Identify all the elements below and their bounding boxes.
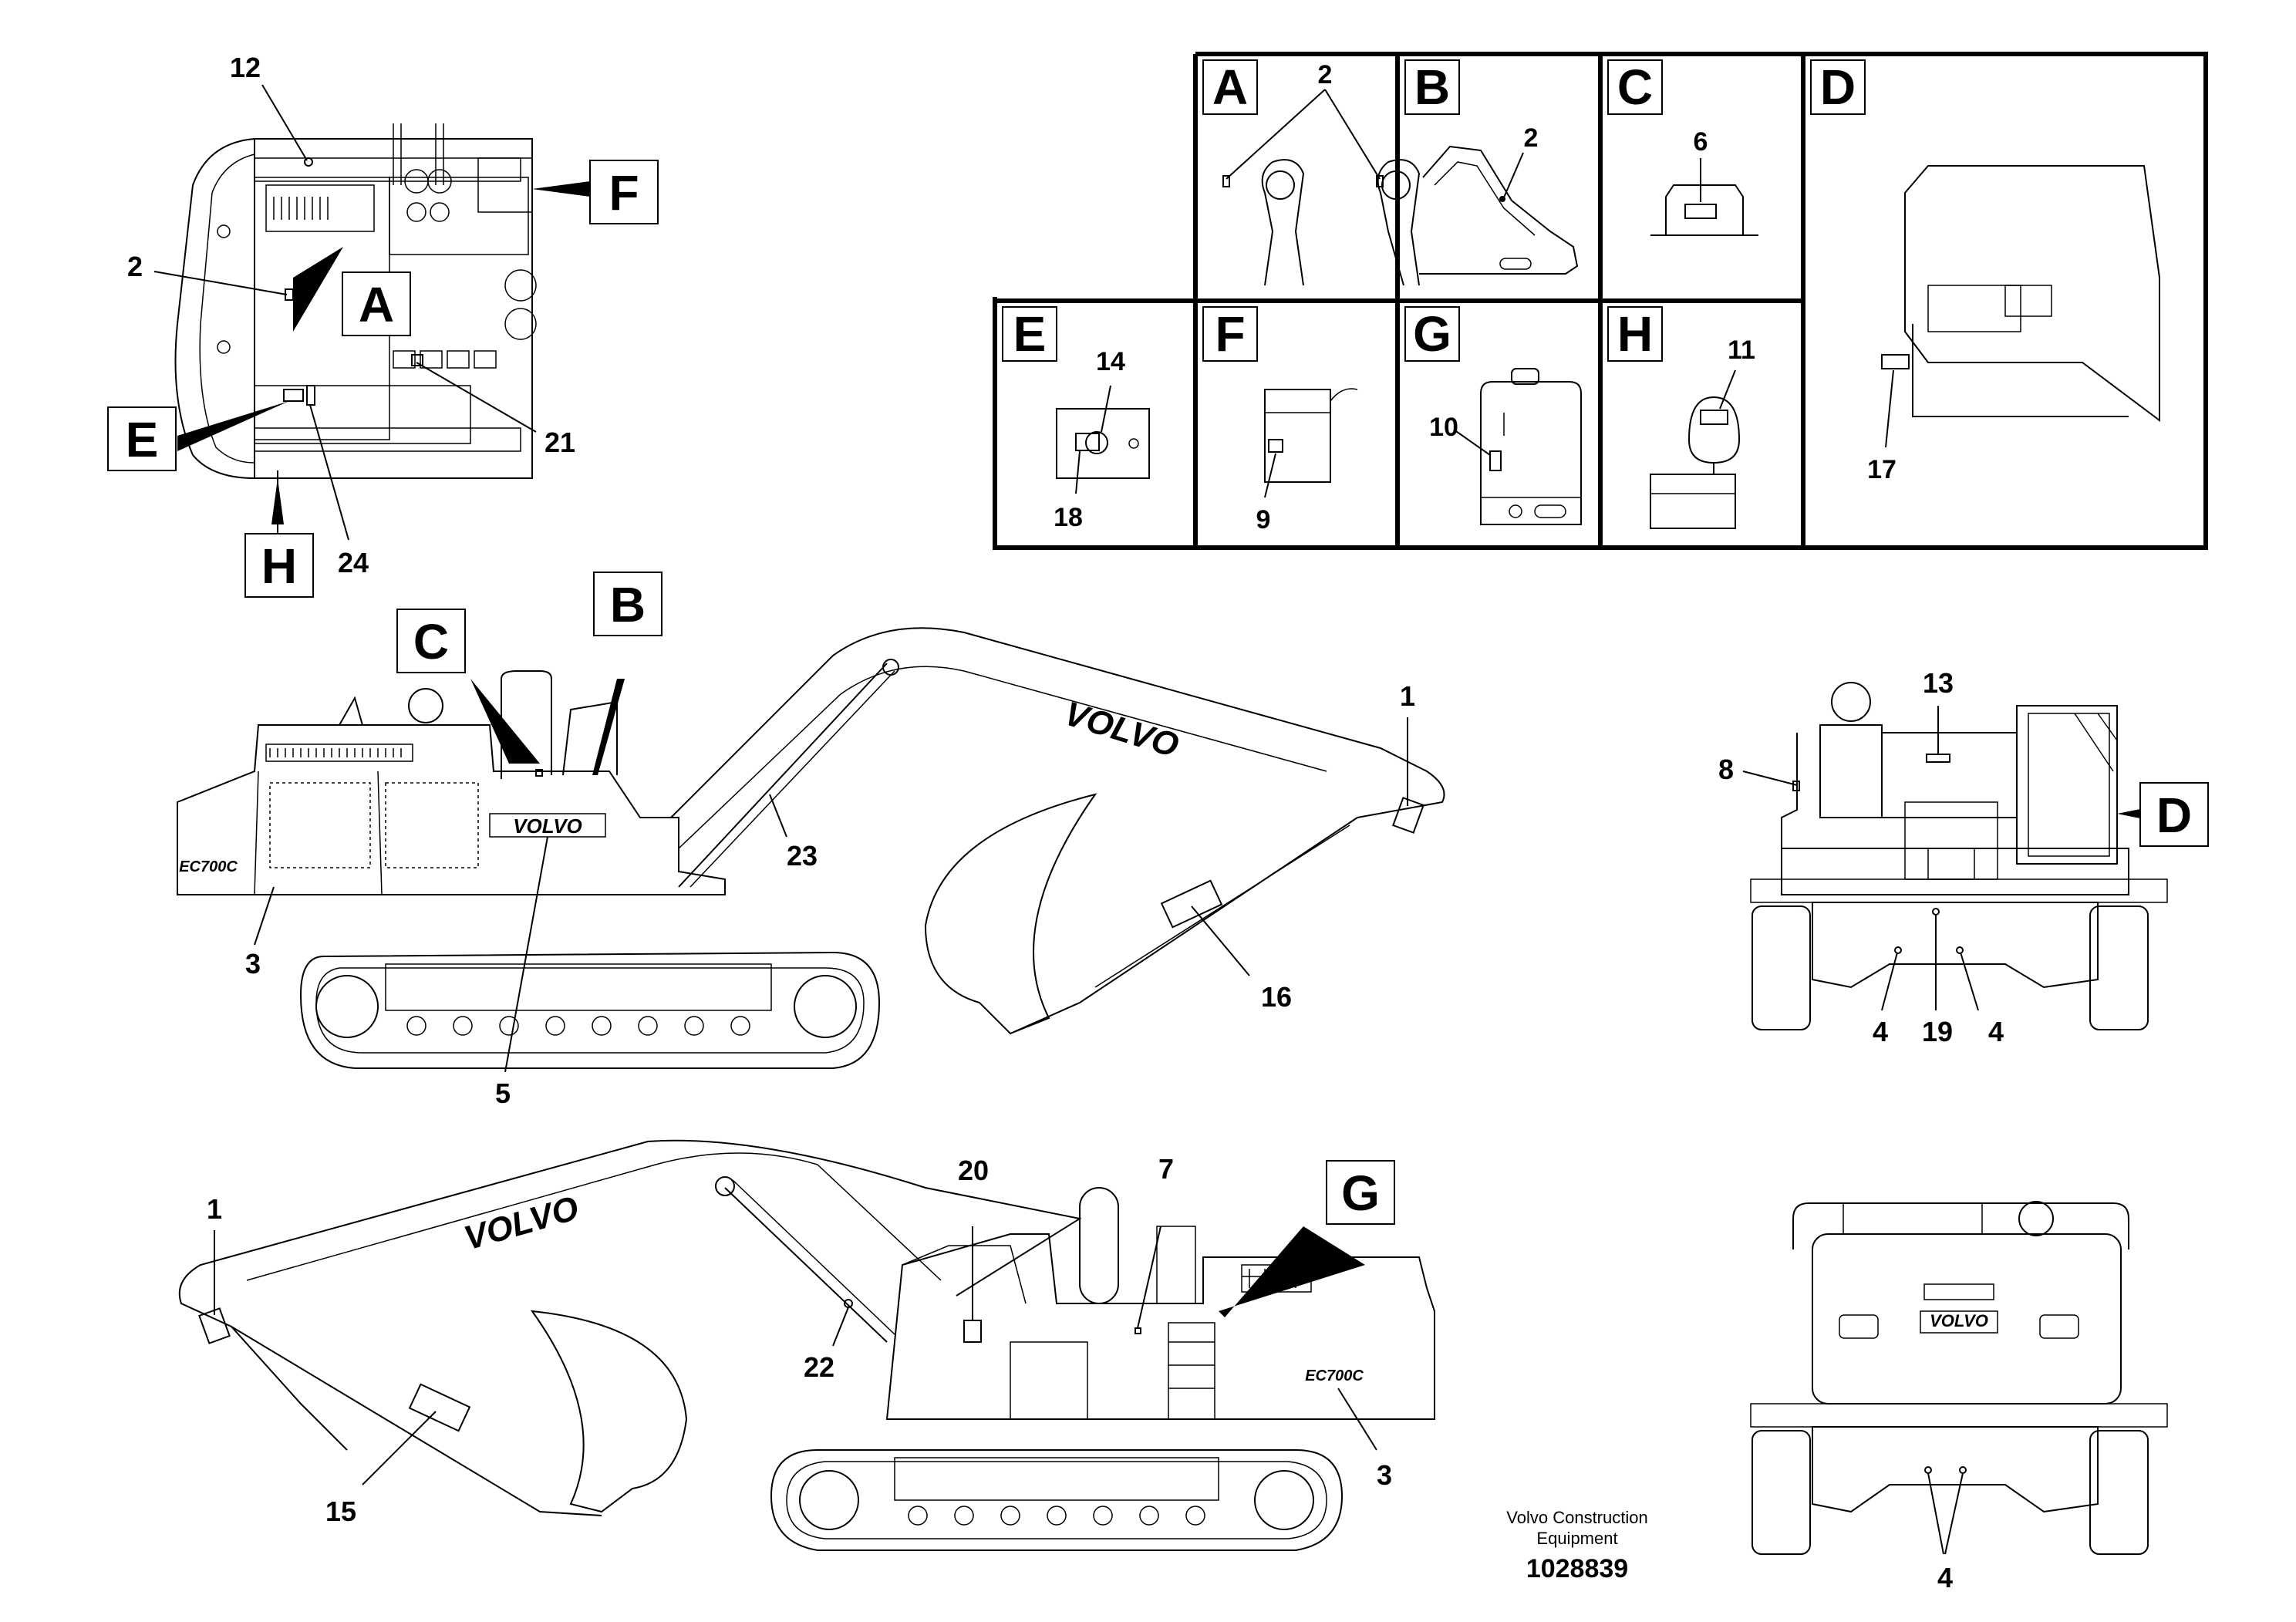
panel-g-callout-10: 10 [1429, 413, 1458, 442]
side-left-callout-16: 16 [1261, 981, 1292, 1013]
side-left-brand: VOLVO [513, 814, 582, 838]
side-left-callout-23: 23 [787, 840, 818, 872]
panel-a-letter-box [1202, 59, 1258, 115]
side-right-model: EC700C [1305, 1367, 1364, 1384]
panel-f-letter-box [1202, 306, 1258, 362]
panel-a-letter: A [1212, 59, 1248, 115]
side-right-callout-3: 3 [1377, 1459, 1392, 1491]
panel-h-callout-11: 11 [1728, 336, 1755, 365]
panel-b: B 2 [1404, 59, 1579, 275]
svg-text:D: D [2156, 787, 2192, 843]
front-view-callout-19: 19 [1922, 1016, 1953, 1047]
panel-c-callout-6: 6 [1694, 127, 1708, 157]
panel-e: E 14 18 [1002, 306, 1150, 532]
panel-f-callout-9: 9 [1256, 505, 1271, 534]
top-view-callout-2: 2 [127, 251, 143, 282]
rear-view-callout-4: 4 [1937, 1562, 1953, 1593]
top-view-callout-24: 24 [338, 547, 369, 578]
top-view-ref-f [589, 160, 659, 224]
front-view-callout-4-right: 4 [1988, 1016, 2004, 1047]
side-left-callout-3: 3 [245, 948, 261, 980]
panel-g: G 10 [1404, 306, 1582, 525]
panel-e-callout-18: 18 [1054, 503, 1083, 532]
side-left-ref-c [396, 609, 466, 673]
rear-view: VOLVO 4 [1750, 1201, 2168, 1593]
front-view-callout-13: 13 [1923, 667, 1954, 699]
panel-f-letter: F [1215, 306, 1245, 362]
top-view: 12 2 21 24 A E F H [107, 52, 659, 598]
panel-h-letter-box [1607, 306, 1663, 362]
side-right-callout-7: 7 [1158, 1153, 1174, 1185]
side-right-callout-20: 20 [958, 1155, 989, 1186]
panel-e-callout-14: 14 [1096, 347, 1125, 376]
side-left-callout-5: 5 [495, 1077, 511, 1109]
panel-e-letter-box [1002, 306, 1057, 362]
front-view-ref-d [2139, 782, 2209, 847]
side-left-model: EC700C [179, 858, 238, 875]
footer-company-line2: Equipment [1536, 1529, 1617, 1548]
side-right-callout-22: 22 [804, 1351, 834, 1383]
panel-d-callout-17: 17 [1867, 455, 1896, 484]
panel-g-letter-box [1404, 306, 1460, 362]
side-right-boom-brand: VOLVO [460, 1189, 582, 1258]
panel-a: A 2 [1202, 59, 1421, 286]
front-view-callout-8: 8 [1718, 754, 1734, 785]
side-view-left: VOLVO EC700C VOLVO [177, 572, 1445, 1109]
footer-company-line1: Volvo Construction [1506, 1508, 1647, 1527]
svg-text:B: B [610, 577, 646, 632]
svg-text:E: E [126, 412, 159, 467]
svg-text:G: G [1341, 1165, 1380, 1221]
detail-panels-grid [987, 46, 2208, 550]
panel-d: D 17 [1810, 59, 2160, 484]
side-view-right: VOLVO EC700C [178, 1139, 1435, 1551]
panel-d-letter-box [1810, 59, 1866, 115]
panel-c-letter-box [1607, 59, 1663, 115]
front-view-callout-4-left: 4 [1873, 1016, 1888, 1047]
panel-b-letter-box [1404, 59, 1460, 115]
footer: Volvo Construction Equipment 1028839 [1506, 1508, 1647, 1583]
top-view-ref-e [107, 406, 177, 471]
svg-text:H: H [261, 538, 297, 594]
top-view-ref-a [342, 271, 411, 336]
panel-g-letter: G [1413, 306, 1451, 362]
side-left-ref-b [593, 572, 663, 636]
side-right-ref-g [1326, 1160, 1395, 1225]
panel-f: F 9 [1202, 306, 1358, 534]
svg-text:A: A [359, 277, 394, 332]
footer-drawing-number: 1028839 [1526, 1554, 1628, 1583]
panel-h: H 11 [1607, 306, 1755, 529]
side-left-callout-1: 1 [1400, 680, 1415, 712]
panel-c-letter: C [1617, 59, 1653, 115]
side-right-callout-1: 1 [207, 1193, 222, 1225]
top-view-ref-h [244, 533, 314, 598]
top-view-callout-21: 21 [544, 427, 575, 458]
side-left-boom-brand: VOLVO [1060, 695, 1183, 765]
panel-e-letter: E [1013, 306, 1047, 362]
panel-d-letter: D [1820, 59, 1856, 115]
svg-text:F: F [609, 165, 639, 221]
side-right-callout-15: 15 [325, 1496, 356, 1527]
panel-h-letter: H [1617, 306, 1653, 362]
svg-text:C: C [413, 614, 449, 669]
panel-c: C 6 [1607, 59, 1758, 236]
panel-b-callout-2: 2 [1524, 123, 1539, 153]
rear-view-brand: VOLVO [1930, 1311, 1988, 1330]
top-view-callout-12: 12 [230, 52, 261, 83]
front-view: 8 13 4 19 4 D [1718, 667, 2209, 1047]
panel-a-callout-2: 2 [1318, 60, 1333, 89]
panel-b-letter: B [1414, 59, 1450, 115]
